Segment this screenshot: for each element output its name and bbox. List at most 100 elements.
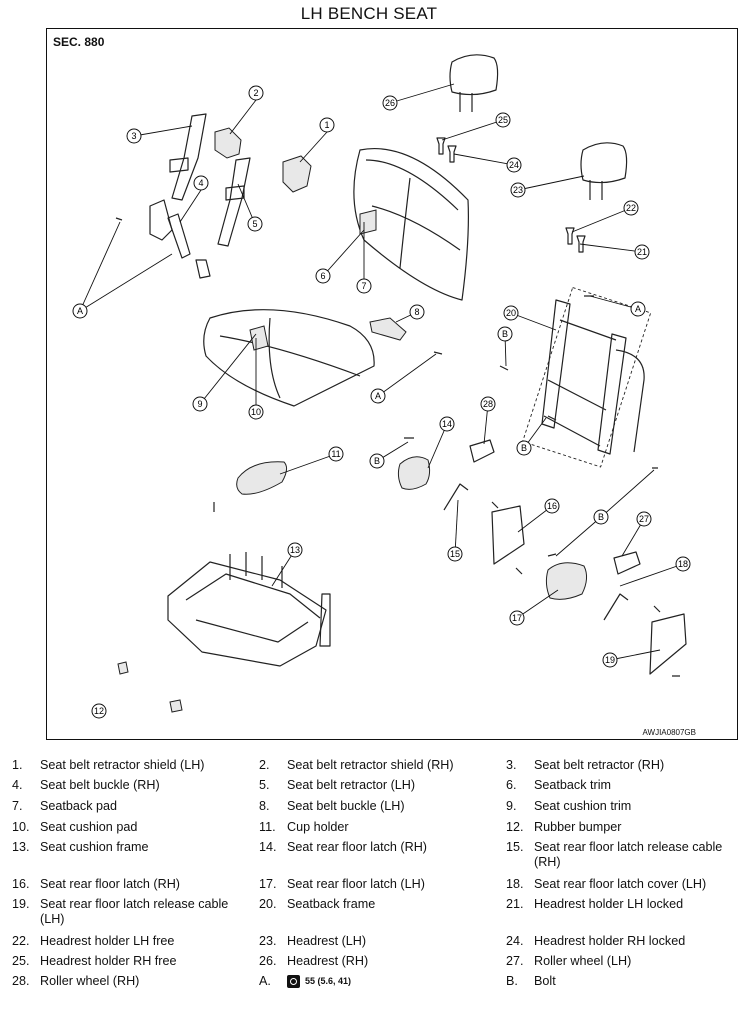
svg-text:26: 26 — [385, 98, 395, 108]
callout-24: 24 — [506, 157, 522, 173]
callout-17: 17 — [509, 610, 525, 626]
torque-wrench-icon — [287, 975, 300, 988]
legend-item-22: 22.Headrest holder LH free — [12, 934, 175, 948]
svg-text:6: 6 — [320, 271, 325, 281]
callout-20: 20 — [503, 305, 519, 321]
legend-item-9: 9.Seat cushion trim — [506, 799, 632, 813]
svg-text:A: A — [77, 306, 83, 316]
svg-text:1: 1 — [324, 120, 329, 130]
legend-item-25: 25.Headrest holder RH free — [12, 954, 177, 968]
legend-item-3: 3.Seat belt retractor (RH) — [506, 758, 665, 772]
callout-2: 2 — [248, 85, 264, 101]
callout-10: 10 — [248, 404, 264, 420]
figure-code: AWJIA0807GB — [642, 728, 696, 737]
svg-text:27: 27 — [639, 514, 649, 524]
callout-27: 27 — [636, 511, 652, 527]
callout-22: 22 — [623, 200, 639, 216]
legend-item-8: 8.Seat belt buckle (LH) — [259, 799, 405, 813]
svg-text:17: 17 — [512, 613, 522, 623]
rubber-bumpers-part — [117, 661, 183, 713]
legend-item-11: 11.Cup holder — [259, 820, 349, 834]
legend-item-4: 4.Seat belt buckle (RH) — [12, 778, 160, 792]
svg-text:28: 28 — [483, 399, 493, 409]
callout-13: 13 — [287, 542, 303, 558]
legend-item-19: 19.Seat rear floor latch release cable (… — [12, 897, 229, 926]
svg-text:B: B — [502, 329, 508, 339]
svg-text:5: 5 — [252, 219, 257, 229]
callout-21: 21 — [634, 244, 650, 260]
svg-text:16: 16 — [547, 501, 557, 511]
legend-item-18: 18.Seat rear floor latch cover (LH) — [506, 877, 707, 891]
svg-text:15: 15 — [450, 549, 460, 559]
legend-item-20: 20.Seatback frame — [259, 897, 376, 911]
legend-item-5: 5.Seat belt retractor (LH) — [259, 778, 416, 792]
callout-14: 14 — [439, 416, 455, 432]
callout-11: 11 — [328, 446, 344, 462]
legend-item-26: 26.Headrest (RH) — [259, 954, 369, 968]
callout-23: 23 — [510, 182, 526, 198]
svg-text:11: 11 — [331, 449, 340, 459]
callout-bubbles: 1 2 3 4 5 6 7 8 9 10 11 12 13 14 15 16 1… — [72, 85, 691, 719]
svg-text:21: 21 — [637, 247, 647, 257]
callout-4: 4 — [193, 175, 209, 191]
legend-item-10: 10.Seat cushion pad — [12, 820, 138, 834]
exploded-view-drawing: 1 2 3 4 5 6 7 8 9 10 11 12 13 14 15 16 1… — [72, 54, 691, 719]
legend-item-27: 27.Roller wheel (LH) — [506, 954, 632, 968]
svg-text:12: 12 — [94, 706, 104, 716]
callout-12: 12 — [91, 703, 107, 719]
headrest-holders-part — [436, 137, 586, 253]
headrest-lh-part — [580, 142, 628, 200]
headrest-rh-part — [449, 54, 499, 112]
callout-b-3: B — [369, 453, 385, 469]
callout-7: 7 — [356, 278, 372, 294]
legend-item-16: 16.Seat rear floor latch (RH) — [12, 877, 180, 891]
cup-holder-part — [236, 461, 288, 495]
svg-text:19: 19 — [605, 655, 615, 665]
svg-text:14: 14 — [442, 419, 452, 429]
seatback-frame-part — [522, 286, 652, 468]
legend-item-b: B.Bolt — [506, 974, 556, 988]
callout-3: 3 — [126, 128, 142, 144]
retractor-shields-part — [214, 127, 312, 193]
svg-text:10: 10 — [251, 407, 261, 417]
legend-item-1: 1.Seat belt retractor shield (LH) — [12, 758, 205, 772]
legend-item-a: A.55 (5.6, 41) — [259, 974, 352, 988]
callout-a-3: A — [370, 388, 386, 404]
svg-text:24: 24 — [509, 160, 519, 170]
legend-item-12: 12.Rubber bumper — [506, 820, 622, 834]
callout-a-1: A — [72, 303, 88, 319]
callout-b-2: B — [516, 440, 532, 456]
svg-text:23: 23 — [513, 185, 523, 195]
svg-text:3: 3 — [131, 131, 136, 141]
seatback-part — [353, 148, 469, 301]
legend-item-14: 14.Seat rear floor latch (RH) — [259, 840, 427, 854]
callout-b-4: B — [593, 509, 609, 525]
legend-item-17: 17.Seat rear floor latch (LH) — [259, 877, 425, 891]
legend-item-21: 21.Headrest holder LH locked — [506, 897, 684, 911]
legend-item-23: 23.Headrest (LH) — [259, 934, 367, 948]
svg-text:B: B — [374, 456, 380, 466]
callout-28: 28 — [480, 396, 496, 412]
svg-text:A: A — [635, 304, 641, 314]
svg-text:9: 9 — [197, 399, 202, 409]
svg-text:25: 25 — [498, 115, 508, 125]
callout-1: 1 — [319, 117, 335, 133]
svg-text:13: 13 — [290, 545, 300, 555]
callout-15: 15 — [447, 546, 463, 562]
callout-18: 18 — [675, 556, 691, 572]
seat-belt-buckle-lh-part — [369, 317, 407, 341]
callout-b-1: B — [497, 326, 513, 342]
svg-text:B: B — [598, 512, 604, 522]
bolts-part — [115, 217, 680, 677]
legend-item-6: 6.Seatback trim — [506, 778, 611, 792]
svg-text:20: 20 — [506, 308, 516, 318]
svg-text:A: A — [375, 391, 381, 401]
callout-8: 8 — [409, 304, 425, 320]
legend-item-13: 13.Seat cushion frame — [12, 840, 149, 854]
svg-text:7: 7 — [361, 281, 366, 291]
callout-19: 19 — [602, 652, 618, 668]
legend-item-15: 15.Seat rear floor latch release cable (… — [506, 840, 723, 869]
leader-lines — [79, 83, 684, 661]
callout-9: 9 — [192, 396, 208, 412]
callout-26: 26 — [382, 95, 398, 111]
